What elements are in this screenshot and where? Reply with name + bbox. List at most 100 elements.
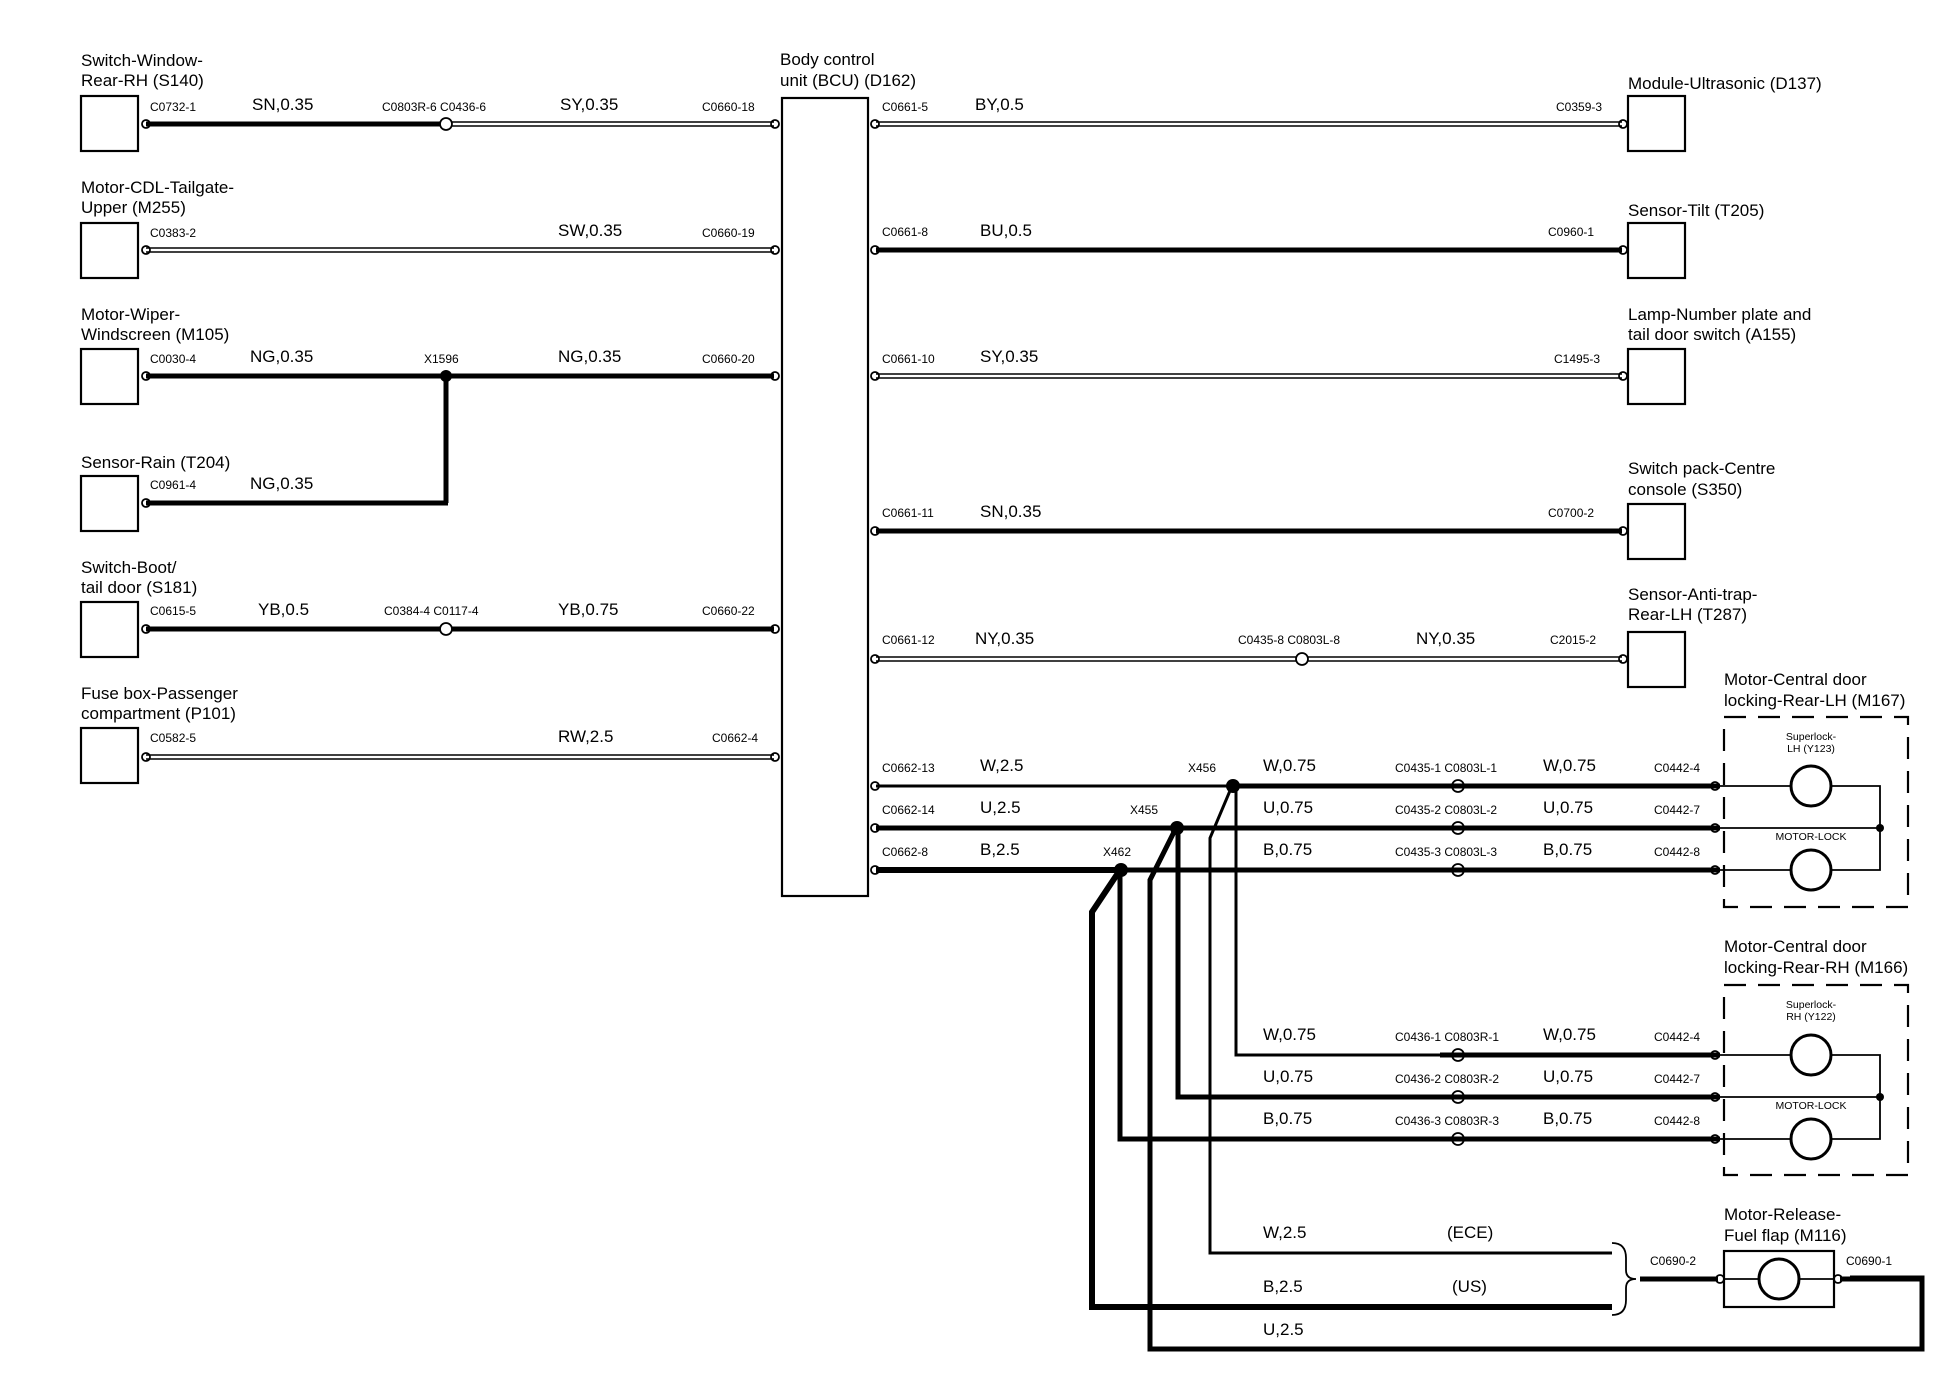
component-box (1626, 221, 1687, 280)
inline-connector-icon (439, 117, 453, 131)
component-title-line-1: Sensor-Rain (T204) (81, 453, 230, 472)
wire-label: NG,0.35 (558, 347, 621, 366)
connector-pin-icon (870, 823, 880, 833)
component-module-ultrasonic: Module-Ultrasonic (D137) (1626, 74, 1822, 153)
component-title-line-2: Rear-RH (S140) (81, 71, 204, 90)
connector-label: C1495-3 (1554, 352, 1600, 366)
superlock-label-line-2: RH (Y122) (1786, 1011, 1836, 1023)
wire-label: W,0.75 (1543, 1025, 1596, 1044)
connector-pin-icon (141, 119, 151, 129)
connector-label: C0662-4 (712, 731, 758, 745)
component-box (79, 221, 140, 280)
wire-label: B,0.75 (1263, 1109, 1312, 1128)
inline-connector-label: C0803R-6 C0436-6 (382, 100, 486, 114)
component-title-line-2: Windscreen (M105) (81, 325, 229, 344)
connector-label: C0661-10 (882, 352, 935, 366)
splice-node-icon (1114, 863, 1128, 877)
splice-node-icon (440, 370, 452, 382)
connector-label: C0442-4 (1654, 1030, 1700, 1044)
wire-label: SY,0.35 (980, 347, 1038, 366)
connector-label: C0661-11 (882, 506, 934, 520)
connector-pin-icon (1618, 119, 1628, 129)
inline-connector-label: C0436-2 C0803R-2 (1395, 1072, 1499, 1086)
component-box (1626, 94, 1687, 153)
inline-connector-label: C0436-3 C0803R-3 (1395, 1114, 1499, 1128)
connector-pin-icon (1618, 654, 1628, 664)
connector-pin-icon (1710, 781, 1720, 791)
connector-label: C0690-1 (1846, 1254, 1892, 1268)
wire-m255: C0383-2 SW,0.35 C0660-19 (141, 221, 780, 255)
inline-connector-label: C0435-1 C0803L-1 (1395, 761, 1497, 775)
connector-pin-icon (1710, 1092, 1720, 1102)
component-title-line-2: locking-Rear-LH (M167) (1724, 691, 1905, 710)
connector-label: C0660-19 (702, 226, 755, 240)
component-sensor-anti-trap-rear-lh: Sensor-Anti-trap- Rear-LH (T287) (1626, 585, 1757, 689)
superlock-label-line-2: LH (Y123) (1787, 743, 1835, 755)
connector-pin-icon (770, 752, 780, 762)
connector-label: C0359-3 (1556, 100, 1602, 114)
connector-pin-icon (1710, 865, 1720, 875)
motor-lock-label: MOTOR-LOCK (1776, 831, 1847, 843)
component-title-line-1: Switch-Window- (81, 51, 203, 70)
connector-pin-icon (1710, 1134, 1720, 1144)
inline-connector-icon (1451, 1048, 1465, 1062)
inline-connector-icon (1451, 779, 1465, 793)
splice-node-icon (1170, 821, 1184, 835)
component-switch-window-rear-rh: Switch-Window- Rear-RH (S140) (79, 51, 204, 153)
connector-pin-icon (141, 245, 151, 255)
component-motor-central-door-locking-rear-rh: Motor-Central door locking-Rear-RH (M166… (1720, 937, 1910, 1177)
connector-label: C0442-8 (1654, 1114, 1700, 1128)
connector-pin-icon (770, 371, 780, 381)
wire-label: W,0.75 (1543, 756, 1596, 775)
connector-label: C0960-1 (1548, 225, 1594, 239)
bcu-component: Body control unit (BCU) (D162) (780, 50, 916, 898)
component-title-line-1: Motor-Release- (1724, 1205, 1841, 1224)
wire-p101: C0582-5 RW,2.5 C0662-4 (141, 727, 780, 762)
connector-pin-icon (141, 624, 151, 634)
motor-icon (1789, 764, 1833, 808)
junction-dot-icon (1876, 824, 1884, 832)
splice-label: X455 (1130, 803, 1158, 817)
connector-label: C0030-4 (150, 352, 196, 366)
wire-label: NY,0.35 (1416, 629, 1475, 648)
bcu-title-line-2: unit (BCU) (D162) (780, 71, 916, 90)
wire-label: B,0.75 (1263, 840, 1312, 859)
wire-s350: C0661-11 SN,0.35 C0700-2 (870, 502, 1628, 536)
wire-segment (1117, 870, 1440, 1142)
wire-label: B,0.75 (1543, 1109, 1592, 1128)
connector-pin-icon (1618, 371, 1628, 381)
connector-label: C0700-2 (1548, 506, 1594, 520)
market-label: (ECE) (1447, 1223, 1493, 1242)
splice-label: X456 (1188, 761, 1216, 775)
inline-connector-label: C0435-3 C0803L-3 (1395, 845, 1497, 859)
connector-label: C0662-8 (882, 845, 928, 859)
component-title-line-1: Motor-Central door (1724, 670, 1867, 689)
wire-label: U,0.75 (1543, 1067, 1593, 1086)
motor-icon (1789, 1033, 1833, 1077)
component-title-line-2: console (S350) (1628, 480, 1742, 499)
connector-label: C0660-20 (702, 352, 755, 366)
component-fuse-box-passenger-compartment: Fuse box-Passenger compartment (P101) (79, 684, 238, 785)
splice-label: X462 (1103, 845, 1131, 859)
component-box (1626, 502, 1687, 561)
wire-label: YB,0.5 (258, 600, 309, 619)
wire-label: W,2.5 (1263, 1223, 1306, 1242)
component-box (1626, 630, 1687, 689)
wire-label: U,0.75 (1263, 1067, 1313, 1086)
wire-label: B,2.5 (980, 840, 1020, 859)
component-title-line-1: Lamp-Number plate and (1628, 305, 1811, 324)
superlock-label-line-1: Superlock- (1786, 731, 1837, 743)
motor-icon (1789, 1117, 1833, 1161)
connector-label: C0732-1 (150, 100, 196, 114)
wire-label: SN,0.35 (252, 95, 313, 114)
connector-pin-icon (1710, 823, 1720, 833)
motor-icon (1789, 848, 1833, 892)
component-title-line-2: Fuel flap (M116) (1724, 1226, 1847, 1245)
wire-label: W,0.75 (1263, 756, 1316, 775)
component-title-line-1: Sensor-Tilt (T205) (1628, 201, 1764, 220)
wire-segment (1089, 868, 1612, 1310)
wire-label: B,0.75 (1543, 840, 1592, 859)
wire-label: RW,2.5 (558, 727, 613, 746)
inline-connector-icon (1451, 1090, 1465, 1104)
